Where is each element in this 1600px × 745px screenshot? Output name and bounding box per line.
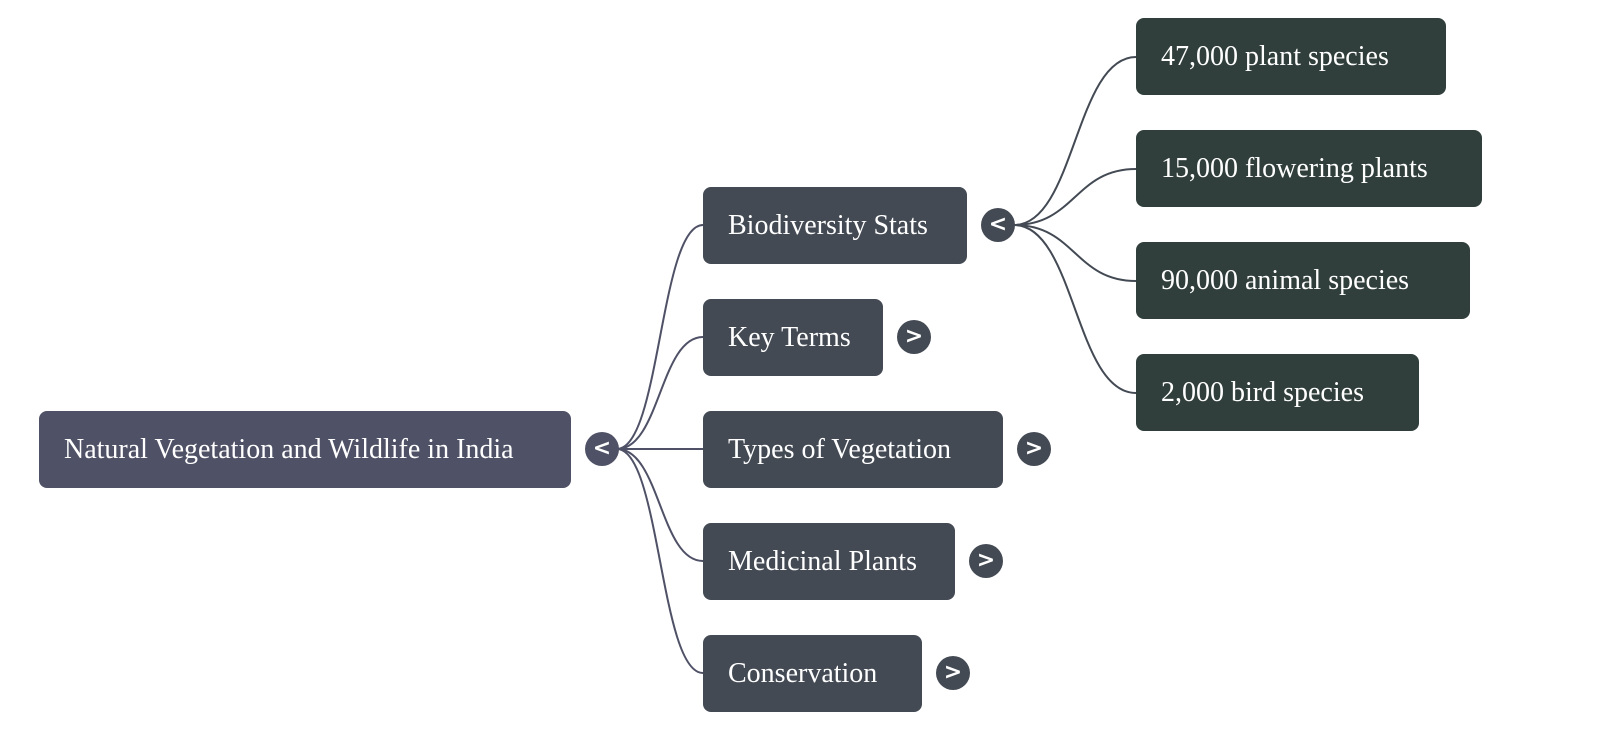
medicinal-plants-expand-toggle[interactable]: >: [969, 544, 1003, 578]
branch-node-label: Medicinal Plants: [728, 545, 917, 577]
leaf-node-plant-species[interactable]: 47,000 plant species: [1136, 18, 1446, 95]
edge-root-medicinal: [616, 448, 704, 562]
biodiversity-collapse-toggle[interactable]: <: [981, 208, 1015, 242]
leaf-node-animal-species[interactable]: 90,000 animal species: [1136, 242, 1470, 319]
leaf-node-flowering-plants[interactable]: 15,000 flowering plants: [1136, 130, 1482, 207]
root-node[interactable]: Natural Vegetation and Wildlife in India: [39, 411, 571, 488]
branch-node-label: Key Terms: [728, 321, 851, 353]
edge-root-biodiversity: [616, 224, 704, 450]
branch-node-label: Conservation: [728, 657, 878, 689]
branch-node-label: Biodiversity Stats: [728, 209, 928, 241]
chevron-right-icon: >: [976, 548, 996, 573]
leaf-node-bird-species[interactable]: 2,000 bird species: [1136, 354, 1419, 431]
leaf-node-label: 2,000 bird species: [1161, 376, 1364, 408]
branch-node-key-terms[interactable]: Key Terms: [703, 299, 883, 376]
chevron-right-icon: >: [904, 324, 924, 349]
edge-root-conservation: [616, 448, 704, 674]
chevron-left-icon: <: [592, 436, 612, 461]
chevron-left-icon: <: [988, 212, 1008, 237]
edge-bio-leaf4: [1013, 224, 1137, 394]
branch-node-types-of-vegetation[interactable]: Types of Vegetation: [703, 411, 1003, 488]
branch-node-biodiversity-stats[interactable]: Biodiversity Stats: [703, 187, 967, 264]
leaf-node-label: 47,000 plant species: [1161, 40, 1389, 72]
chevron-right-icon: >: [1024, 436, 1044, 461]
edge-bio-leaf3: [1013, 224, 1137, 282]
leaf-node-label: 90,000 animal species: [1161, 264, 1410, 296]
branch-node-label: Types of Vegetation: [728, 433, 952, 465]
root-collapse-toggle[interactable]: <: [585, 432, 619, 466]
branch-node-medicinal-plants[interactable]: Medicinal Plants: [703, 523, 955, 600]
conservation-expand-toggle[interactable]: >: [936, 656, 970, 690]
edge-bio-leaf1: [1013, 56, 1137, 226]
types-of-vegetation-expand-toggle[interactable]: >: [1017, 432, 1051, 466]
chevron-right-icon: >: [943, 660, 963, 685]
edge-root-keyterms: [616, 336, 704, 450]
root-node-label: Natural Vegetation and Wildlife in India: [64, 433, 514, 465]
branch-node-conservation[interactable]: Conservation: [703, 635, 922, 712]
leaf-node-label: 15,000 flowering plants: [1161, 152, 1428, 184]
edge-bio-leaf2: [1013, 168, 1137, 226]
key-terms-expand-toggle[interactable]: >: [897, 320, 931, 354]
